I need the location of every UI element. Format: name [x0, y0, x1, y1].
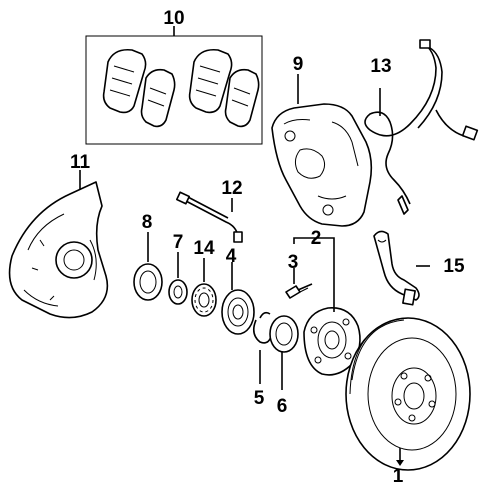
callout-13: 13	[370, 56, 391, 77]
callout-14: 14	[193, 238, 215, 259]
callout-2: 2	[311, 228, 322, 249]
callout-4: 4	[226, 246, 237, 267]
callout-10: 10	[163, 8, 184, 29]
callout-6: 6	[277, 396, 288, 417]
axle-hub	[293, 237, 361, 376]
vent-hose	[373, 230, 430, 306]
dust-shield	[8, 170, 109, 319]
callout-3: 3	[288, 252, 299, 273]
callout-9: 9	[293, 54, 304, 75]
callout-11: 11	[70, 152, 91, 173]
brake-pad-right-outer	[188, 48, 233, 114]
abs-sensor-wire	[364, 39, 479, 215]
bearing-race-inner	[168, 252, 188, 305]
hub-stud	[285, 268, 313, 299]
brake-caliper	[271, 74, 373, 227]
callout-12: 12	[221, 178, 242, 199]
brake-disc-rotor	[345, 317, 471, 471]
brake-pad-left-inner	[140, 68, 176, 128]
brake-hose	[175, 191, 243, 243]
brake-pad-right-inner	[224, 68, 260, 128]
hub-seal	[269, 315, 299, 390]
wheel-bearing	[221, 262, 255, 335]
sensor-rotor	[191, 258, 217, 317]
brake-pads-group	[85, 26, 263, 145]
callout-7: 7	[173, 232, 184, 253]
oil-seal	[133, 232, 163, 301]
callout-1: 1	[393, 466, 404, 487]
brake-pad-left-outer	[102, 48, 147, 114]
callout-5: 5	[254, 388, 265, 409]
callout-8: 8	[142, 212, 153, 233]
callout-15: 15	[443, 256, 465, 277]
snap-ring	[252, 311, 273, 384]
